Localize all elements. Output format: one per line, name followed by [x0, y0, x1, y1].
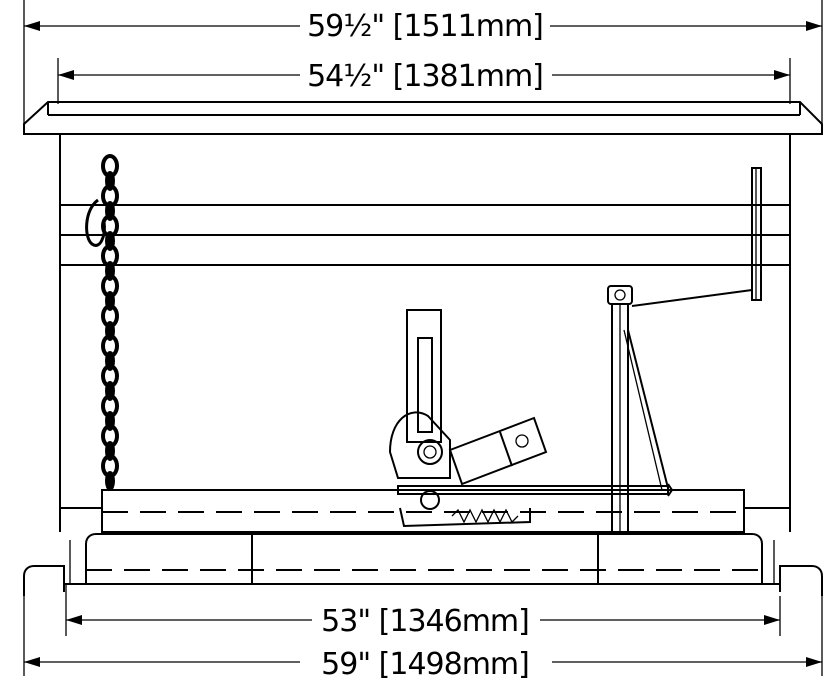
- dimension-label-inner-bottom: 53" [1346mm]: [321, 604, 529, 639]
- tension-rod-diagonal: [627, 329, 669, 489]
- dimension-label-overall-top: 59½" [1511mm]: [307, 9, 543, 44]
- flange-left: [23, 565, 65, 596]
- tension-rod-diagonal-inner: [623, 329, 663, 491]
- tension-rod-upper: [631, 289, 753, 307]
- latch-spring-housing: [399, 507, 531, 528]
- latch-pivot-inner: [423, 445, 437, 459]
- arrowhead-left: [24, 657, 40, 667]
- chain-assembly: [85, 154, 119, 491]
- vertical-post: [607, 285, 753, 533]
- latch-handle-block: [448, 416, 548, 486]
- chain-link: [105, 471, 115, 491]
- arrowhead-right: [806, 21, 822, 31]
- arrowhead-left: [24, 21, 40, 31]
- post-cap-bolt: [614, 289, 626, 301]
- dimension-overall-top: 59½" [1511mm]: [23, 0, 823, 134]
- arrowhead-left: [58, 70, 74, 80]
- arrowhead-right: [774, 70, 790, 80]
- post-cap: [607, 285, 633, 305]
- dimension-inner-bottom: 53" [1346mm]: [65, 584, 781, 639]
- flange-right: [779, 565, 823, 596]
- wall-bracket-right: [751, 167, 762, 301]
- latch-handle-divider: [499, 431, 513, 467]
- latch-frame-outer: [406, 309, 442, 443]
- latch-pivot-outer: [417, 439, 443, 465]
- dimension-label-inner-top: 54½" [1381mm]: [307, 59, 543, 94]
- latch-mechanism: [388, 309, 674, 528]
- housing-body: [59, 134, 791, 532]
- dimension-inner-top: 54½" [1381mm]: [57, 58, 791, 104]
- latch-handle-bolt: [515, 434, 529, 448]
- dimension-label-overall-bottom: 59" [1498mm]: [321, 647, 529, 678]
- chain-hook: [85, 198, 106, 247]
- lid-outline: [23, 101, 823, 135]
- dimension-overall-bottom: 59" [1498mm]: [23, 596, 823, 678]
- arrowhead-right: [764, 615, 780, 625]
- arrowhead-right: [806, 657, 822, 667]
- base-curb: [85, 533, 763, 584]
- base-frame: [23, 489, 823, 596]
- top-lid: [23, 101, 823, 135]
- arrowhead-left: [66, 615, 82, 625]
- latch-frame-slot: [417, 337, 433, 433]
- latch-cam: [388, 411, 451, 479]
